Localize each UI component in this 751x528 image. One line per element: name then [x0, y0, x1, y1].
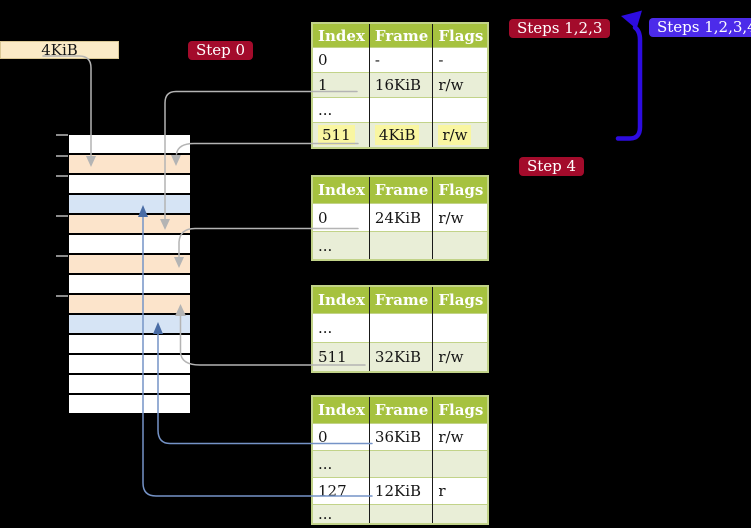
memory-frame-row-orange [69, 295, 190, 315]
memory-tick [56, 134, 68, 136]
memory-frame-row-orange [69, 215, 190, 235]
table-cell: r [432, 477, 489, 505]
column-header: Flags [432, 176, 489, 204]
table-cell: r/w [432, 423, 489, 451]
memory-tick [56, 295, 68, 297]
table-cell: - [432, 47, 489, 73]
steps-1234-badge: Steps 1,2,3,4 [649, 18, 751, 37]
table-cell [368, 450, 433, 478]
table-cell: r/w [432, 342, 489, 372]
table-cell: 36KiB [368, 423, 433, 451]
table-cell [368, 313, 433, 343]
table-cell [368, 231, 433, 260]
table-cell: 0 [312, 47, 370, 73]
table-cell: r/w [432, 122, 489, 148]
step-4-badge: Step 4 [519, 157, 585, 176]
column-header: Frame [368, 286, 433, 314]
highlighted-value: r/w [438, 125, 472, 145]
table-cell: 1 [312, 72, 370, 98]
memory-frame-row-white [69, 175, 190, 195]
table-cell [432, 450, 489, 478]
recursive-loop-arrow [615, 25, 643, 141]
table-cell: 511 [312, 342, 370, 372]
column-header: Flags [432, 396, 489, 424]
table-cell: 32KiB [368, 342, 433, 372]
table-row: ... [312, 97, 489, 123]
table-row: 511 4KiB r/w [312, 122, 489, 148]
table-cell: 127 [312, 477, 370, 505]
table-cell: ... [312, 504, 370, 524]
memory-frame-row-orange [69, 155, 190, 175]
steps-123-badge: Steps 1,2,3 [509, 19, 611, 38]
table-cell: - [368, 47, 433, 73]
column-header: Flags [432, 286, 489, 314]
table-cell: 12KiB [368, 477, 433, 505]
table-cell: 4KiB [368, 122, 433, 148]
memory-frame-row-white [69, 235, 190, 255]
memory-frame-row-white [69, 375, 190, 395]
memory-tick [56, 255, 68, 257]
table-cell: ... [312, 231, 370, 260]
table-cell: 511 [312, 122, 370, 148]
column-header: Frame [368, 176, 433, 204]
memory-frame-row-white [69, 355, 190, 375]
table-cell: ... [312, 97, 370, 123]
table-row: 0-- [312, 47, 489, 73]
frame-address-label: 4KiB [0, 41, 119, 59]
column-header: Frame [368, 23, 433, 48]
table-row: ... [312, 313, 489, 343]
table-cell: 24KiB [368, 203, 433, 232]
table-cell [432, 97, 489, 123]
table-cell: ... [312, 313, 370, 343]
table-cell [368, 97, 433, 123]
table-cell: ... [312, 450, 370, 478]
table-row: ... [312, 231, 489, 260]
recursive-loop-arrowhead-icon [621, 10, 642, 29]
table-cell: 16KiB [368, 72, 433, 98]
memory-tick [56, 175, 68, 177]
table-cell [368, 504, 433, 524]
memory-frame-row-orange [69, 255, 190, 275]
memory-frame-row-white [69, 395, 190, 415]
table-cell [432, 313, 489, 343]
column-header: Index [312, 286, 370, 314]
highlighted-value: 511 [318, 125, 355, 145]
table-cell: r/w [432, 203, 489, 232]
memory-tick [56, 155, 68, 157]
step-0-badge: Step 0 [188, 41, 254, 60]
table-row: ... [312, 450, 489, 478]
memory-frame-row-blue [69, 195, 190, 215]
column-header: Index [312, 23, 370, 48]
table-cell: 0 [312, 423, 370, 451]
column-header: Frame [368, 396, 433, 424]
memory-frame-row-white [69, 275, 190, 295]
memory-frame-row-white [69, 135, 190, 155]
column-header: Flags [432, 23, 489, 48]
column-header: Index [312, 176, 370, 204]
memory-stack [69, 135, 190, 415]
memory-frame-row-white [69, 335, 190, 355]
table-cell [432, 504, 489, 524]
highlighted-value: 4KiB [374, 125, 420, 145]
memory-tick [56, 215, 68, 217]
table-cell: 0 [312, 203, 370, 232]
column-header: Index [312, 396, 370, 424]
memory-frame-row-blue [69, 315, 190, 335]
table-row: ... [312, 504, 489, 524]
table-cell [432, 231, 489, 260]
table-cell: r/w [432, 72, 489, 98]
